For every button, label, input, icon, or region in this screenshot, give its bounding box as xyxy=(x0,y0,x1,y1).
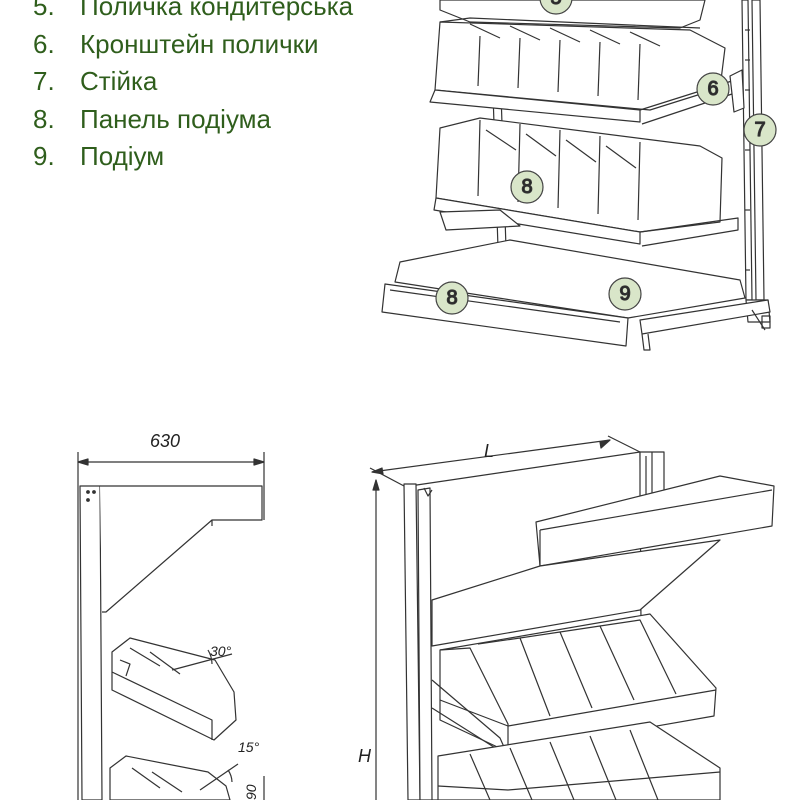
side-profile-drawing xyxy=(77,452,265,800)
small-dimension-label: 90 xyxy=(243,784,259,800)
callout-8-panel: 8 xyxy=(435,281,469,315)
callout-7-label: 7 xyxy=(754,119,765,141)
callout-5-label: 5 xyxy=(550,0,561,9)
legend-item-9: 9. Подіум xyxy=(33,138,353,176)
callout-9-label: 9 xyxy=(619,283,630,305)
callout-5: 5 xyxy=(539,0,573,15)
legend-number: 5. xyxy=(33,0,55,21)
legend-item-5: 5. Поличка кондитерська xyxy=(33,0,353,26)
legend-item-8: 8. Панель подіума xyxy=(33,101,353,139)
callout-8-shelf-label: 8 xyxy=(521,176,532,198)
legend-label: Поличка кондитерська xyxy=(80,0,354,21)
legend-item-7: 7. Стійка xyxy=(33,63,353,101)
callout-8-shelf: 8 xyxy=(510,170,544,204)
legend-label: Стійка xyxy=(80,66,158,97)
callout-9: 9 xyxy=(608,277,642,311)
legend-number: 7. xyxy=(33,66,55,97)
depth-dimension-label: 630 xyxy=(150,431,180,451)
top-rack-assembly xyxy=(381,0,771,351)
callout-6-label: 6 xyxy=(707,78,718,100)
legend-item-6: 6. Кронштейн полички xyxy=(33,26,353,64)
legend-label: Кронштейн полички xyxy=(80,28,319,59)
length-dimension-label: L xyxy=(484,441,494,461)
angle-30-label: 30° xyxy=(210,643,232,659)
isometric-rack-drawing xyxy=(369,435,775,800)
callout-8-panel-label: 8 xyxy=(446,287,457,309)
legend-number: 6. xyxy=(33,28,55,59)
height-dimension-label: H xyxy=(358,746,372,766)
legend-list: 5. Поличка кондитерська 6. Кронштейн полич… xyxy=(33,0,353,176)
angle-15-label: 15° xyxy=(238,739,260,755)
callout-7: 7 xyxy=(743,113,777,147)
legend-number: 9. xyxy=(33,141,55,172)
legend-number: 8. xyxy=(33,103,55,134)
legend-label: Панель подіума xyxy=(80,103,272,134)
legend-label: Подіум xyxy=(80,141,165,172)
callout-6: 6 xyxy=(696,72,730,106)
